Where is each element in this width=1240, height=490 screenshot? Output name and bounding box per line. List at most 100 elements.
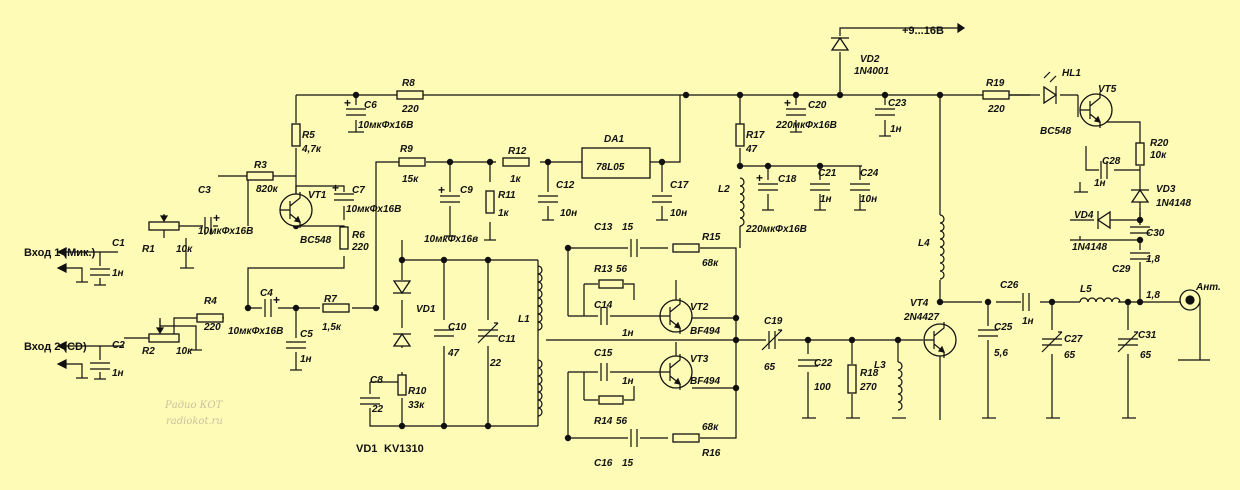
r18-resistor — [847, 364, 857, 394]
r12-value: 1к — [510, 174, 522, 185]
c12-capacitor — [538, 194, 558, 204]
r5-resistor — [291, 123, 301, 147]
c9-value: 10мкФх16в — [424, 234, 478, 245]
vt1-ref: VT1 — [308, 190, 327, 201]
c10-value: 47 — [447, 348, 460, 359]
junction — [372, 304, 380, 312]
c21-capacitor — [810, 182, 830, 192]
vt2-transistor — [659, 298, 693, 334]
vt5-ref: VT5 — [1098, 84, 1117, 95]
c23-ref: C23 — [888, 98, 907, 109]
junction — [440, 422, 448, 430]
c26-value: 1н — [1022, 316, 1034, 327]
c8-capacitor — [360, 396, 380, 406]
vt4-ref: VT4 — [910, 298, 929, 309]
c13-value: 15 — [622, 222, 634, 233]
r2-ref: R2 — [142, 346, 155, 357]
c20-value: 220мкФх16В — [775, 120, 837, 131]
junction — [984, 298, 992, 306]
r13-ref: R13 — [594, 264, 613, 275]
c6-value: 10мкФх16В — [358, 120, 413, 131]
r10-resistor — [397, 374, 407, 396]
r9-value: 15к — [402, 174, 419, 185]
junction — [1048, 298, 1056, 306]
vd1-diode — [392, 280, 412, 295]
c13-ref: C13 — [594, 222, 613, 233]
r14-resistor — [598, 395, 624, 405]
svg-text:+: + — [273, 293, 280, 307]
da1-regulator — [581, 147, 651, 179]
r7-resistor — [322, 303, 350, 313]
c20-capacitor: + — [784, 96, 806, 117]
c9-capacitor: + — [438, 183, 460, 204]
vd1-value: KV1310 — [384, 443, 424, 455]
antenna-connector — [1179, 289, 1201, 311]
c12-value: 10н — [560, 208, 577, 219]
hl1-diode — [1043, 85, 1058, 105]
l1-inductor — [537, 265, 543, 331]
r8-ref: R8 — [402, 78, 415, 89]
junction — [736, 162, 744, 170]
r1-ref: R1 — [142, 244, 155, 255]
r8-resistor — [396, 90, 424, 100]
r10-ref: R10 — [408, 386, 427, 397]
c28-ref: C28 — [1102, 156, 1121, 167]
junction — [936, 298, 944, 306]
c23-capacitor — [875, 107, 895, 117]
c17-ref: C17 — [670, 180, 689, 191]
junction — [682, 91, 690, 99]
r15-ref: R15 — [702, 232, 721, 243]
c24-ref: C24 — [860, 168, 879, 179]
c19-value: 65 — [764, 362, 776, 373]
r20-resistor — [1135, 142, 1145, 166]
c10-capacitor — [434, 328, 454, 338]
junction — [732, 336, 740, 344]
junction — [848, 336, 856, 344]
c25-capacitor — [978, 328, 998, 338]
c22-ref: C22 — [814, 358, 833, 369]
c14-ref: C14 — [594, 300, 613, 311]
vd1-ref: VD1 — [416, 304, 436, 315]
r19-ref: R19 — [986, 78, 1005, 89]
junction — [816, 162, 824, 170]
c7-capacitor: + — [332, 181, 354, 202]
r13-resistor — [598, 279, 624, 289]
junction — [836, 91, 844, 99]
junction — [894, 336, 902, 344]
r10-value: 33к — [408, 400, 425, 411]
c14-capacitor — [599, 307, 609, 325]
vd4-ref: VD4 — [1074, 210, 1094, 221]
hl1-ref: HL1 — [1062, 68, 1081, 79]
r17-ref: R17 — [746, 130, 765, 141]
input-1-label: Вход 1 (Мик.) — [24, 247, 96, 259]
c22-value: 100 — [814, 382, 831, 393]
r5-value: 4,7к — [301, 144, 322, 155]
junction — [484, 422, 492, 430]
junction — [658, 158, 666, 166]
c8-ref: C8 — [370, 375, 383, 386]
c21-value: 1н — [820, 194, 832, 205]
junction — [544, 158, 552, 166]
vt1-transistor — [279, 192, 313, 228]
r11-resistor — [485, 190, 495, 214]
junction — [1136, 298, 1144, 306]
l2-value: 220мкФх16В — [745, 224, 807, 235]
junction — [440, 256, 448, 264]
c11-value: 22 — [489, 358, 502, 369]
r17-resistor — [735, 123, 745, 147]
vd4-value: 1N4148 — [1072, 242, 1107, 253]
l1-ref: L1 — [518, 314, 530, 325]
junction — [1136, 236, 1144, 244]
input-terminal-arrow — [56, 247, 67, 257]
vt3-value: BF494 — [690, 376, 720, 387]
vd1b-diode — [392, 332, 412, 347]
c15-value: 1н — [622, 376, 634, 387]
c25-value: 5,6 — [994, 348, 1008, 359]
r3-resistor — [246, 171, 274, 181]
r15-value: 68к — [702, 258, 719, 269]
c1-ref: C1 — [112, 238, 125, 249]
junction — [792, 91, 800, 99]
r8-value: 220 — [401, 104, 419, 115]
